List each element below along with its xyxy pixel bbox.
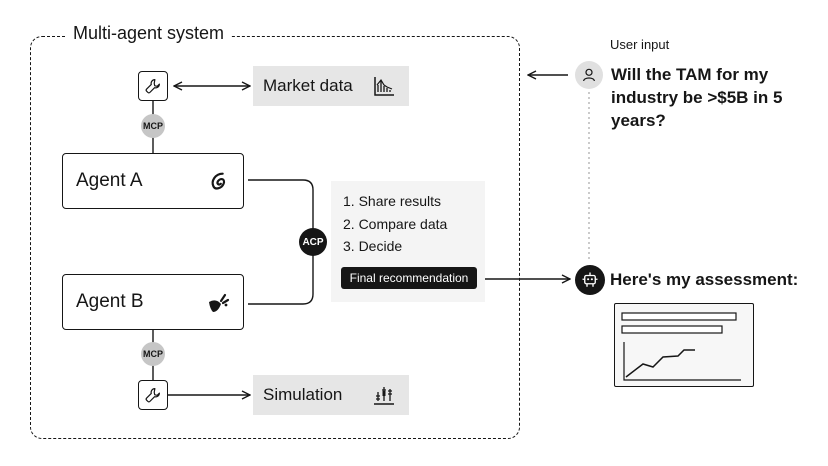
decision-steps-panel: 1. Share results 2. Compare data 3. Deci… [331,181,485,302]
step-item: 3. Decide [343,238,403,254]
user-avatar [575,61,603,89]
report-illustration [621,312,741,381]
mcp-badge-bottom: MCP [141,342,165,366]
simulation-label: Simulation [263,385,343,404]
step-item: 2. Compare data [343,216,448,232]
wrench-icon [145,388,160,403]
robot-icon [582,272,598,287]
gem-logo-icon [209,293,230,312]
agent-a-box[interactable]: Agent A [62,153,244,209]
system-title: Multi-agent system [66,21,232,45]
assistant-avatar [575,265,605,295]
user-icon [583,68,595,82]
final-recommendation-button[interactable]: Final recommendation [341,267,477,289]
market-data-label: Market data [263,76,353,95]
simulation-chart-icon [374,387,394,405]
user-input-label: User input [610,37,670,52]
mcp-badge-top: MCP [141,114,165,138]
step-item: 1. Share results [343,193,442,209]
tool-top[interactable] [138,71,168,101]
tool-bottom[interactable] [138,380,168,410]
wrench-icon [145,79,160,94]
agent-b-label: Agent B [76,291,144,312]
simulation-box[interactable]: Simulation [253,375,409,415]
agent-a-label: Agent A [76,170,143,191]
bar-chart-icon [374,77,394,96]
user-question: Will the TAM for my industry be >$5B in … [611,65,783,130]
assessment-report-thumbnail [614,303,754,387]
market-data-box[interactable]: Market data [253,66,409,106]
multi-agent-system-boundary [30,36,520,439]
assessment-heading: Here's my assessment: [610,270,799,289]
acp-badge: ACP [299,228,327,256]
swirl-logo-icon [211,172,226,190]
agent-b-box[interactable]: Agent B [62,274,244,330]
